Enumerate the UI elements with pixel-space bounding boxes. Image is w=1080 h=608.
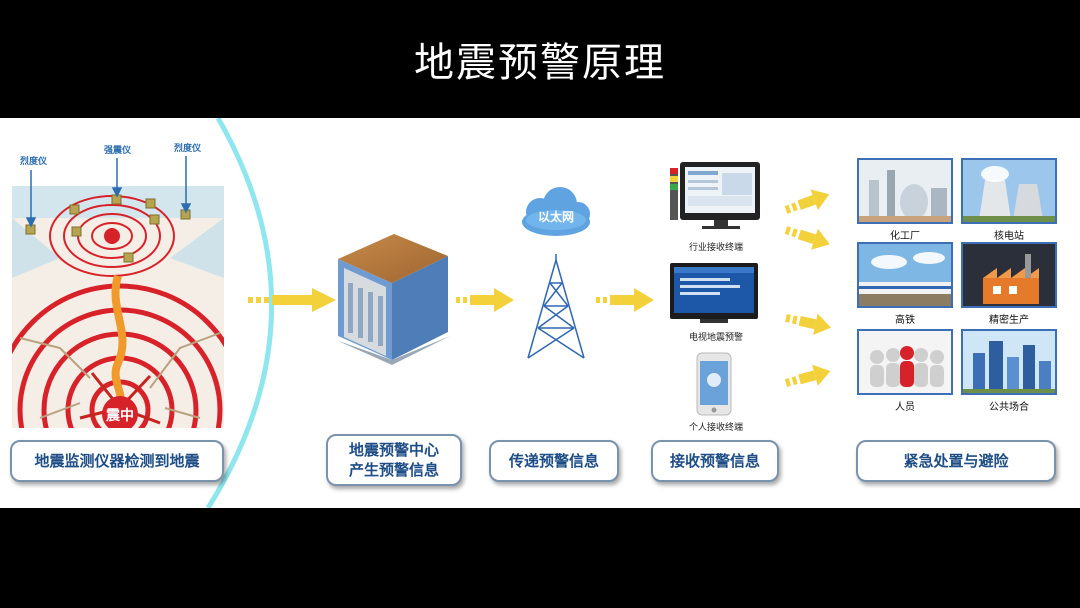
tile-high-speed-rail: [857, 242, 953, 308]
stage-detect-label: 地震监测仪器检测到地震: [34, 452, 200, 470]
stage-transmit-label: 传递预警信息: [508, 452, 599, 470]
diagram-canvas: 烈度仪 强震仪 烈度仪 震中 以太网 行业接收终端 电视地震预警 个人接收终端 …: [0, 118, 1080, 508]
chemical-plant-icon: [859, 160, 951, 222]
title-bar: 地震预警原理: [0, 0, 1080, 118]
dest-label-3: 精密生产: [989, 315, 1029, 326]
broadcast-tower: [527, 254, 585, 359]
stage-center-line2: 产生预警信息: [348, 461, 439, 479]
stage-center-line1: 地震预警中心: [348, 441, 439, 459]
instrument-pointers: [25, 156, 192, 228]
epicenter-label: 震中: [106, 408, 134, 424]
stage-respond-label: 紧急处置与避险: [903, 452, 1009, 470]
flow-arrows: [248, 189, 831, 387]
tile-nuclear-plant: [961, 158, 1057, 224]
instrument-label-right: 烈度仪: [174, 144, 202, 154]
diagram-graphics: [12, 118, 831, 508]
phone-graphic: [696, 352, 732, 416]
tile-chemical-plant: [857, 158, 953, 224]
warning-center-building: [336, 234, 450, 365]
high-speed-rail-icon: [859, 244, 951, 306]
ethernet-cloud: [522, 187, 590, 236]
dest-label-4: 人员: [895, 402, 915, 413]
nuclear-plant-icon: [963, 160, 1055, 222]
dest-label-1: 核电站: [994, 231, 1024, 242]
instrument-label-left: 烈度仪: [20, 157, 48, 167]
city-icon: [963, 331, 1055, 393]
factory-icon: [963, 244, 1055, 306]
dest-label-2: 高铁: [895, 315, 915, 326]
tile-people: [857, 329, 953, 395]
stage-detect: 地震监测仪器检测到地震: [10, 440, 224, 482]
cloud-label: 以太网: [537, 210, 574, 224]
seismic-scene: [12, 186, 224, 428]
stage-respond: 紧急处置与避险: [856, 440, 1056, 482]
industry-terminal-graphic: [670, 162, 760, 229]
stage-warning-center: 地震预警中心 产生预警信息: [326, 434, 462, 486]
stage-transmit: 传递预警信息: [489, 440, 619, 482]
tile-precision-production: [961, 242, 1057, 308]
receiver-label-personal: 个人接收终端: [688, 423, 743, 433]
page-title: 地震预警原理: [414, 40, 666, 86]
tile-public-places: [961, 329, 1057, 395]
divider-arc: [205, 118, 275, 508]
instrument-label-center: 强震仪: [104, 146, 132, 156]
receiver-label-tv: 电视地震预警: [688, 333, 743, 343]
stage-receive-label: 接收预警信息: [669, 452, 760, 470]
bottom-bar: [0, 508, 1080, 608]
tv-graphic: [670, 263, 758, 323]
dest-label-5: 公共场合: [989, 402, 1029, 413]
stage-receive: 接收预警信息: [651, 440, 779, 482]
people-icon: [859, 331, 951, 393]
dest-label-0: 化工厂: [890, 231, 920, 242]
receiver-label-industry: 行业接收终端: [688, 243, 743, 253]
